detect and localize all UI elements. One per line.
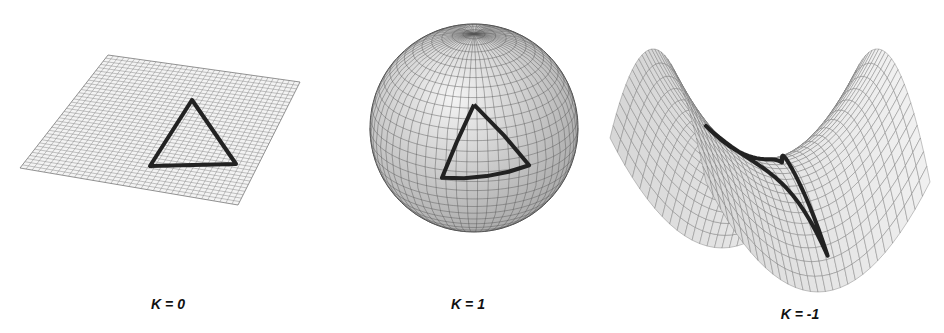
sphere-body xyxy=(370,24,578,232)
sphere-grid xyxy=(370,24,578,232)
curvature-label: K = -1 xyxy=(781,306,820,322)
hyperbolic-triangle xyxy=(706,126,828,256)
plane-grid xyxy=(22,56,298,204)
flat-triangle xyxy=(150,100,236,166)
flat-plane xyxy=(20,55,300,205)
saddle-mesh xyxy=(610,49,930,292)
sphere xyxy=(370,24,578,232)
spherical-triangle xyxy=(442,105,529,179)
plane-sheet xyxy=(20,55,300,205)
curvature-label: K = 0 xyxy=(151,296,185,312)
curvature-label: K = 1 xyxy=(451,296,485,312)
saddle-surface xyxy=(610,49,930,292)
